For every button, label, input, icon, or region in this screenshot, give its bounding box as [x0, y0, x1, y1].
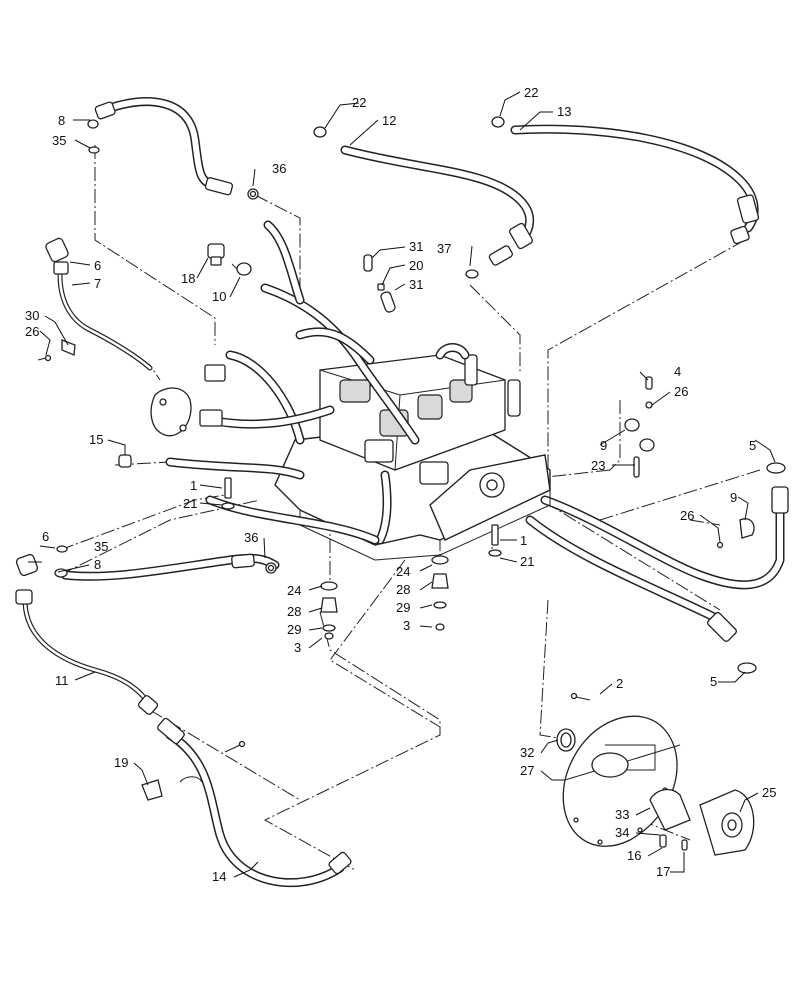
callout-27: 27	[520, 763, 534, 778]
callout-29-left: 29	[287, 622, 301, 637]
fitting-4-26	[645, 376, 653, 409]
callout-34: 34	[615, 825, 629, 840]
callout-10: 10	[212, 289, 226, 304]
isolator-stack-right	[431, 555, 449, 631]
oring-5a	[766, 462, 786, 474]
callout-1-right: 1	[520, 533, 527, 548]
fitting-18	[207, 243, 225, 266]
callout-26-left: 26	[25, 324, 39, 339]
oring-36b	[265, 562, 277, 574]
callout-5-bottom: 5	[710, 674, 717, 689]
leader-lines	[28, 91, 776, 878]
hose-8	[87, 97, 234, 196]
callout-labels: 8 35 36 22 12 22 13 37 31 20 31 6 7 18 1…	[25, 85, 776, 884]
callout-31-top: 31	[409, 239, 423, 254]
tube-11	[15, 589, 159, 715]
fitting-clamp-22a	[313, 126, 327, 138]
valve-mount-frame	[274, 419, 551, 561]
callout-21-right: 21	[520, 554, 534, 569]
clamp-9a	[624, 418, 655, 478]
clip-19	[141, 776, 203, 801]
callout-19: 19	[114, 755, 128, 770]
hose-14	[60, 553, 352, 888]
callout-6-top: 6	[94, 258, 101, 273]
bracket-30	[37, 339, 76, 362]
callout-3-right: 3	[403, 618, 410, 633]
callout-2: 2	[616, 676, 623, 691]
clamp-9b	[716, 518, 755, 549]
callout-24-left: 24	[287, 583, 301, 598]
callout-6-bottom: 6	[42, 529, 49, 544]
callout-15: 15	[89, 432, 103, 447]
drive-plate-27	[562, 715, 681, 847]
callout-1-left: 1	[190, 478, 197, 493]
callout-18: 18	[181, 271, 195, 286]
tube-7	[45, 237, 153, 371]
callout-9-top: 9	[600, 438, 607, 453]
bolt-small-14	[224, 740, 246, 753]
callout-36-bottom: 36	[244, 530, 258, 545]
callout-21-left: 21	[183, 496, 197, 511]
callout-31-bottom: 31	[409, 277, 423, 292]
fitting-15	[118, 454, 132, 468]
callout-7: 7	[94, 276, 101, 291]
callout-22-left: 22	[352, 95, 366, 110]
callout-9-right: 9	[730, 490, 737, 505]
callout-5-top: 5	[749, 438, 756, 453]
callout-11: 11	[55, 673, 69, 688]
washer-35b	[56, 545, 68, 553]
callout-13: 13	[557, 104, 571, 119]
fitting-6b	[15, 553, 39, 577]
callout-36-top: 36	[272, 161, 286, 176]
hose-13	[510, 124, 760, 245]
callout-28-left: 28	[287, 604, 301, 619]
coupling-25	[649, 788, 755, 856]
callout-4: 4	[674, 364, 681, 379]
bolt-2	[570, 692, 591, 701]
hose-12	[340, 145, 535, 266]
callout-28-right: 28	[396, 582, 410, 597]
callout-30: 30	[25, 308, 39, 323]
callout-17: 17	[656, 864, 670, 879]
washer-35a	[88, 146, 100, 154]
oring-37	[465, 269, 479, 279]
clamp-10	[231, 262, 252, 276]
mounting-plate-small	[150, 364, 226, 437]
callout-29-right: 29	[396, 600, 410, 615]
valve-block	[319, 354, 521, 485]
bolt-1a	[221, 477, 235, 510]
callout-35-bottom: 35	[94, 539, 108, 554]
callout-3-left: 3	[294, 640, 301, 655]
callout-23: 23	[591, 458, 605, 473]
right-hose-bundle	[525, 486, 789, 642]
fitting-31-20	[363, 254, 396, 313]
oring-5b	[737, 662, 757, 674]
callout-32: 32	[520, 745, 534, 760]
callout-25: 25	[762, 785, 776, 800]
callout-24-right: 24	[396, 564, 410, 579]
oring-36a	[247, 188, 259, 200]
fitting-clamp-22b	[491, 116, 505, 128]
callout-20: 20	[409, 258, 423, 273]
callout-22-right: 22	[524, 85, 538, 100]
bolt-1b	[488, 524, 502, 557]
callout-35-top: 35	[52, 133, 66, 148]
isolator-stack-left	[320, 581, 338, 640]
callout-8-bottom: 8	[94, 557, 101, 572]
seal-ring-32	[556, 728, 576, 752]
callout-14: 14	[212, 869, 226, 884]
callout-26-right: 26	[680, 508, 694, 523]
callout-37: 37	[437, 241, 451, 256]
callout-12: 12	[382, 113, 396, 128]
callout-8-top: 8	[58, 113, 65, 128]
callout-16: 16	[627, 848, 641, 863]
callout-26-right-top: 26	[674, 384, 688, 399]
callout-33: 33	[615, 807, 629, 822]
